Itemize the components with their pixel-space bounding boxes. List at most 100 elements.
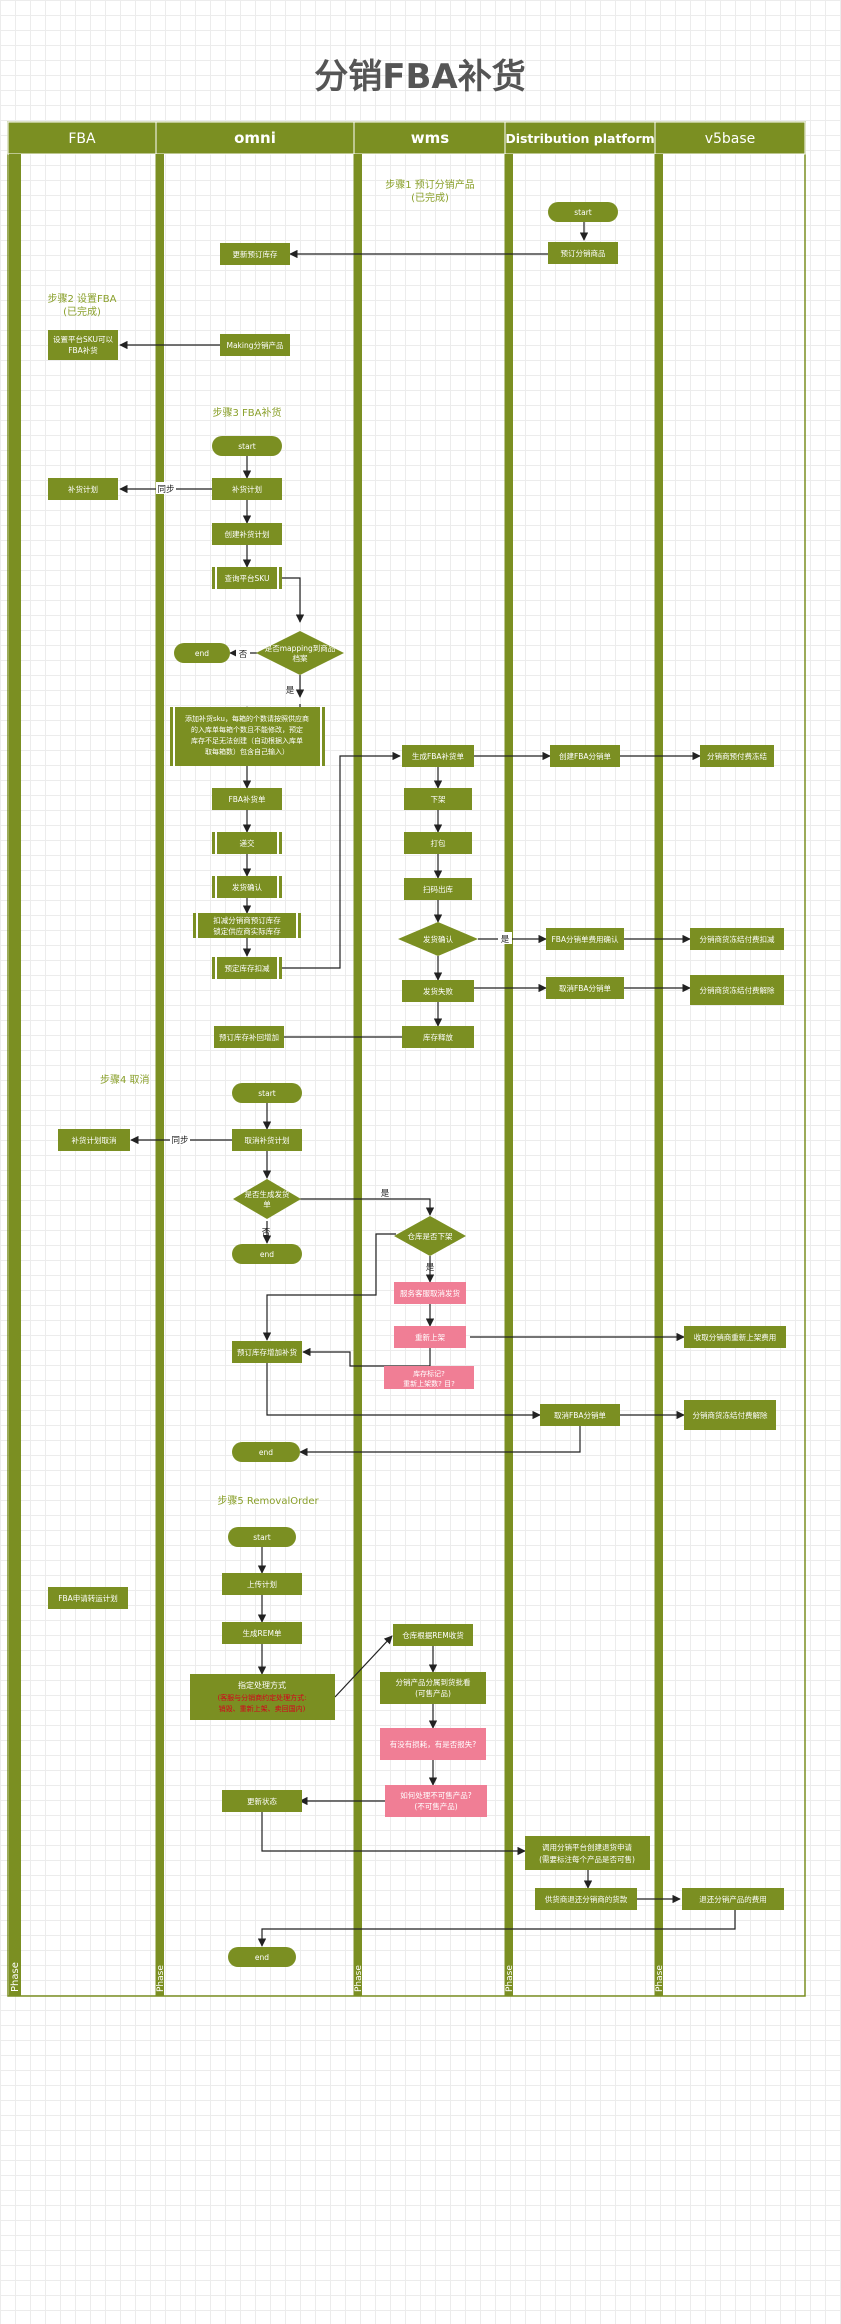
yes-label-3: 是 <box>381 1189 390 1199</box>
node-dist-prepay-freeze <box>700 745 774 767</box>
node-gen-fba-order <box>402 745 474 767</box>
node-deduct <box>193 913 301 938</box>
node-start2-text: start <box>238 442 256 451</box>
node-reserve-increase2-text: 预订库存增加补货 <box>237 1347 297 1357</box>
node-add-sku <box>170 707 325 766</box>
node-sellable-pink-text: 有没有损耗，有是否报失? <box>390 1739 476 1749</box>
node-reserve-increase <box>214 1026 284 1048</box>
node-start3 <box>232 1083 302 1103</box>
yes-label-4: 是 <box>426 1263 435 1273</box>
phase-bars: Phase Phase Phase Phase Phase <box>9 154 665 1996</box>
node-reserve-increase2 <box>232 1341 302 1363</box>
node-fba-replenish-order-text: FBA补货单 <box>228 794 266 804</box>
phase-label-1: Phase <box>10 1962 21 1992</box>
node-update-status-text: 更新状态 <box>247 1796 277 1806</box>
node-cancel-fba-dist2 <box>540 1404 620 1426</box>
diagram-title: 分销FBA补货 <box>314 57 525 97</box>
node-add-sku-text3: 库存不足无法创建（自动根据入库单 <box>191 736 303 745</box>
node-dist-prepay-unfreeze-text: 分销商货冻结付费解除 <box>700 985 775 995</box>
node-reserve-deduct-text: 预定库存扣减 <box>225 963 270 973</box>
node-shelve-fail <box>384 1366 474 1389</box>
node-cancel-plan <box>232 1129 302 1151</box>
node-create-plan <box>212 523 282 545</box>
node-apply <box>525 1836 650 1870</box>
step1-sub: (已完成) <box>411 191 449 204</box>
node-ship-fail-text: 发货失败 <box>423 986 453 996</box>
node-set-platform-sku-text2: FBA补货 <box>68 345 98 355</box>
node-stock-picked-text: 仓库是否下架 <box>408 1231 453 1241</box>
node-return-fee-text: 退还分销产品的费用 <box>699 1894 767 1904</box>
lane-header-v5base <box>654 121 806 155</box>
node-submit <box>212 832 282 854</box>
node-unsellable-text2: (不可售产品) <box>414 1801 457 1811</box>
node-warehouse-rem-text: 仓库根据REM收货 <box>402 1630 464 1640</box>
node-query-sku-text: 查询平台SKU <box>225 573 270 583</box>
node-fba-fee-confirm <box>546 928 624 950</box>
node-deduct-text2: 锁定供应商实际库存 <box>213 926 281 936</box>
node-ship-confirm-text: 发货确认 <box>232 882 262 892</box>
node-specify-text3: 销毁、重新上架、卖回国内) <box>219 1704 306 1713</box>
node-reserve-product <box>548 242 618 264</box>
node-start2 <box>212 436 282 456</box>
node-create-plan-text: 创建补货计划 <box>225 529 270 539</box>
node-update-status <box>222 1790 302 1812</box>
node-add-sku-text2: 的入库单每箱个数且不能修改，预定 <box>191 725 303 734</box>
phase-label-2: Phase <box>156 1965 166 1992</box>
node-start4-text: start <box>253 1533 271 1542</box>
node-upload-plan-text: 上传计划 <box>247 1579 277 1589</box>
no-label-1: 否 <box>239 650 248 660</box>
node-ship-confirm-decision <box>398 922 478 956</box>
lane-title-distribution: Distribution platform <box>505 131 654 146</box>
nodes: start 预订分销商品 更新预订库存 Making分销产品 设置平台SKU可以… <box>48 202 786 1967</box>
phase-label-3: Phase <box>354 1965 364 1992</box>
node-end1-text: end <box>195 649 209 658</box>
swimlane-frame <box>7 121 806 1997</box>
node-pick <box>404 788 472 810</box>
node-cancel-plan-text: 取消补货计划 <box>245 1135 290 1145</box>
step3-label: 步骤3 FBA补货 <box>213 406 282 419</box>
node-gen-rem-text: 生成REM单 <box>243 1628 282 1638</box>
node-return-fee <box>682 1888 784 1910</box>
node-stock-picked-decision <box>394 1216 466 1256</box>
node-create-fba-dist <box>550 745 620 767</box>
node-end3-text: end <box>259 1448 273 1457</box>
node-gen-fba-order-text: 生成FBA补货单 <box>412 751 465 761</box>
node-fee-reshelve <box>684 1326 786 1348</box>
node-cancel-fba-dist-text: 取消FBA分销单 <box>559 983 612 993</box>
node-apply-text2: (需要标注每个产品是否可售) <box>539 1854 635 1864</box>
node-apply-text1: 调用分销平台创建退货申请 <box>542 1842 632 1852</box>
node-query-sku <box>212 567 282 589</box>
node-fba-replenish-order <box>212 788 282 810</box>
node-cancel-plan-fba-text: 补货计划取消 <box>72 1135 117 1145</box>
yes-label-1: 是 <box>286 686 295 696</box>
node-gen-ship-text1: 是否生成发货 <box>245 1189 290 1199</box>
no-label-2: 否 <box>262 1228 271 1238</box>
node-update-reserve-stock-text: 更新预订库存 <box>233 249 278 259</box>
node-dist-unfreeze2 <box>684 1400 776 1430</box>
phase-bar-5 <box>655 154 663 1996</box>
node-ship-fail <box>402 980 474 1002</box>
phase-label-5: Phase <box>655 1965 665 1992</box>
sync-label-1: 同步 <box>157 485 174 495</box>
node-dist-prepay-freeze-text: 分销商预付费冻结 <box>707 751 767 761</box>
phase-bar-2 <box>156 154 164 1996</box>
node-unsellable-text1: 如何处理不可售产品? <box>400 1790 471 1800</box>
node-gen-rem <box>222 1622 302 1644</box>
lane-title-v5base: v5base <box>705 131 756 147</box>
node-shelve-fail-text1: 库存标记? <box>413 1369 445 1378</box>
node-fba-removal-plan <box>48 1587 128 1609</box>
lane-title-fba: FBA <box>68 131 96 147</box>
node-set-platform-sku <box>48 330 118 360</box>
node-scan-out <box>404 878 472 900</box>
node-sellable-pink <box>380 1728 486 1760</box>
node-cancel-fba-dist2-text: 取消FBA分销单 <box>554 1410 607 1420</box>
node-customer-cancel-text: 服务客服取消发货 <box>400 1288 460 1298</box>
step1-label: 步骤1 预订分销产品 <box>385 178 475 191</box>
node-re-shelve <box>394 1326 466 1348</box>
node-dist-prepay-deduct-text: 分销商货冻结付费扣减 <box>700 934 775 944</box>
node-dist-prepay-deduct <box>690 928 784 950</box>
phase-bar-3 <box>354 154 362 1996</box>
node-reserve-product-text: 预订分销商品 <box>561 248 606 258</box>
phase-label-4: Phase <box>505 1965 515 1992</box>
